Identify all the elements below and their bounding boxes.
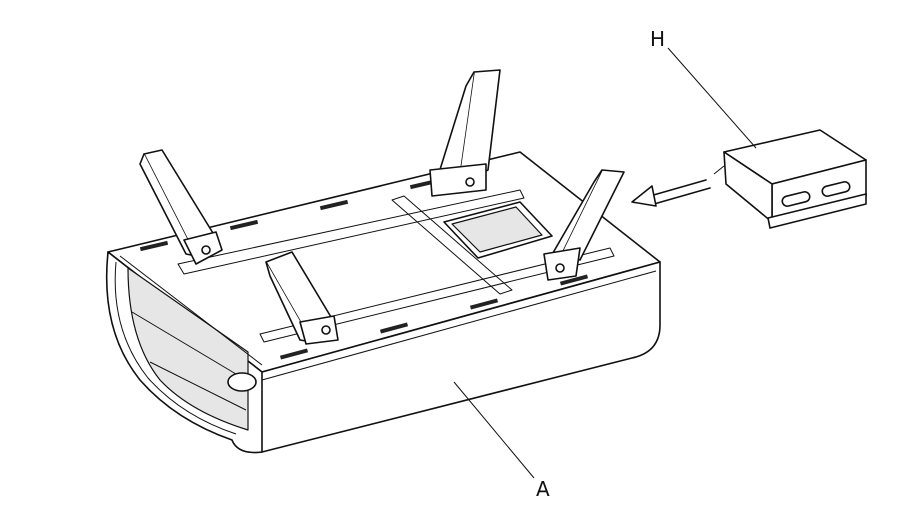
bracket-box-h: [713, 129, 867, 229]
base-body: [105, 151, 661, 454]
leg-back: [429, 69, 501, 197]
leg-front: [265, 251, 339, 345]
callout-h: H: [650, 27, 757, 149]
callout-a: A: [453, 381, 550, 501]
vent-slots: [139, 178, 589, 360]
leg-left: [139, 149, 223, 265]
leg-right: [543, 169, 625, 281]
callout-label-h: H: [650, 27, 665, 51]
callout-label-a: A: [536, 477, 550, 501]
insertion-arrow: [631, 179, 711, 207]
